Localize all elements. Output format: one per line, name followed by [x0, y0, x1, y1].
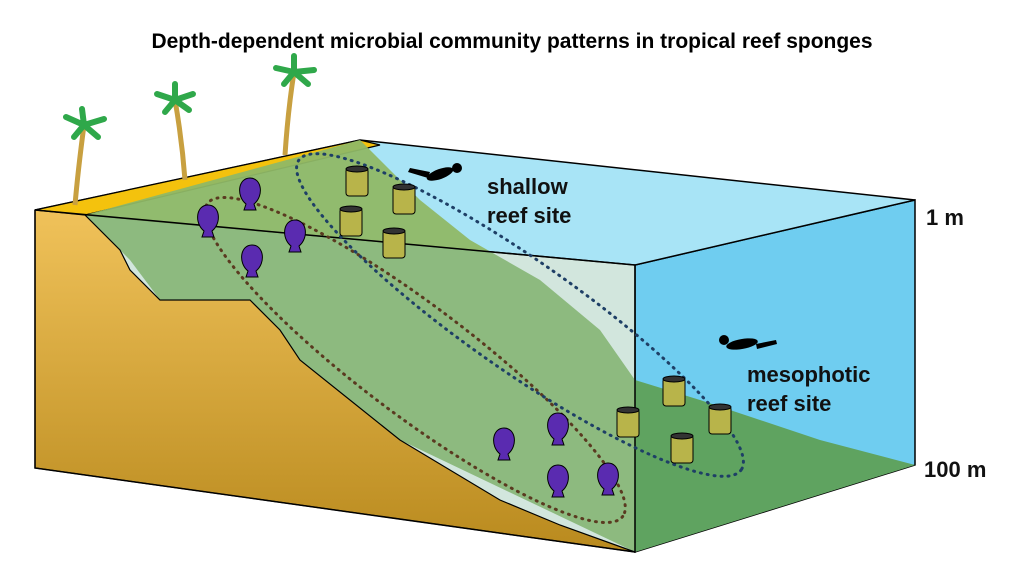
community-cluster-purple: [203, 195, 627, 525]
diver-icon: [719, 335, 777, 350]
mesophotic-label-line2: reef site: [747, 391, 832, 416]
depth-label-100m: 100 m: [924, 457, 987, 482]
shallow-site-label: shallow reef site: [487, 172, 571, 230]
seabed-right: [635, 380, 915, 552]
palm-tree-icon: [63, 53, 317, 206]
diagram-title: Depth-dependent microbial community patt…: [151, 30, 873, 53]
mesophotic-site-label: mesophotic reef site: [747, 360, 870, 418]
water-front-tint: [83, 214, 636, 553]
purple-sponges: [197, 177, 619, 498]
yellow-sponges: [339, 165, 732, 464]
depth-label-1m: 1 m: [926, 205, 964, 230]
sand-front-face: [34, 209, 636, 553]
shallow-label-line1: shallow: [487, 174, 568, 199]
mesophotic-label-line1: mesophotic: [747, 362, 871, 387]
community-cluster-yellow: [295, 152, 745, 478]
shallow-label-line2: reef site: [487, 203, 572, 228]
diver-icon: [408, 163, 462, 181]
